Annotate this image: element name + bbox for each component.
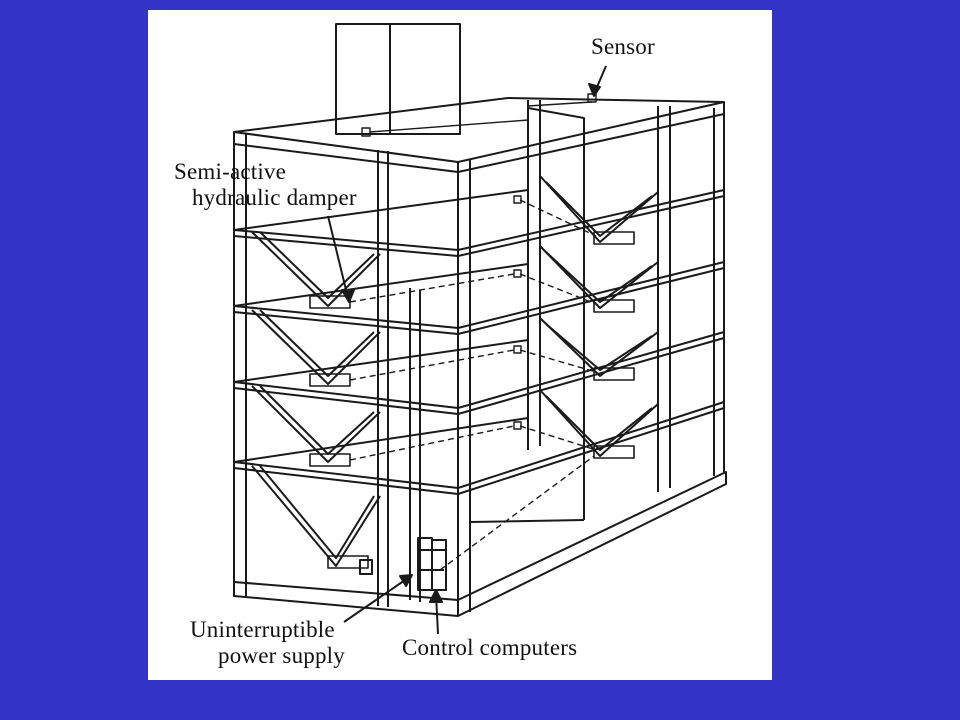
base-slab [233,471,727,617]
columns [233,100,725,616]
side-chevron-braces [539,175,659,457]
ups-unit [359,559,373,575]
damper-units [309,231,635,569]
ups-label-line1: Uninterruptible [190,617,335,642]
building-frame-drawing [233,23,727,635]
rooftop-penthouse [335,23,461,135]
ups-label-line2: power supply [218,643,345,668]
control-computers-label: Control computers [402,635,578,660]
floor-slabs [233,189,725,495]
sensor-label: Sensor [591,34,655,59]
roof-slab [233,97,725,173]
sensor-cabling [349,93,597,571]
control-computer-racks [417,537,447,591]
front-chevron-braces [251,231,381,567]
damper-label-line1: Semi-active [174,159,287,184]
leader-arrows [327,65,607,635]
damper-label-line2: hydraulic damper [192,185,357,210]
building-diagram-panel: Sensor Semi-active hydraulic damper Unin… [148,10,772,680]
